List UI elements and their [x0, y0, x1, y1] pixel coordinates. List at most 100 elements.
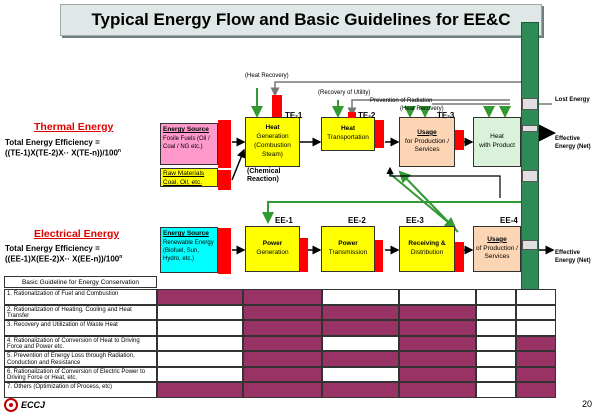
guideline-cell [399, 304, 476, 320]
guideline-cell [476, 304, 516, 320]
guideline-cell [399, 382, 476, 398]
heat-transportation-box: Heat Transportation [321, 117, 375, 151]
thermal-efficiency-line2: ((TE-1)X(TE-2)X·· X(TE-n))/100 [5, 149, 118, 159]
guideline-cell [243, 335, 322, 351]
guideline-row-label: 3. Recovery and Utilization of Waste Hea… [4, 320, 157, 336]
eccj-logo: ECCJ [4, 398, 64, 412]
electrical-usage-title: Usage [487, 235, 507, 243]
electrical-energy-source-box: Energy Source Renewable Energy (Biofuel,… [160, 227, 218, 273]
raw-materials-loss [218, 170, 231, 190]
thermal-efficiency-sup: n [117, 148, 121, 155]
thermal-usage-text: for Production / Services [404, 137, 450, 154]
guidelines-header: Basic Guideline for Energy Conservation [4, 276, 157, 288]
ee3-label: EE-3 [406, 216, 424, 225]
guideline-cell [243, 351, 322, 367]
thermal-efficiency-line1: Total Energy Efficiency = [5, 138, 100, 147]
guideline-cell [243, 320, 322, 336]
electrical-effective-energy-label: Effective Energy (Net) [555, 250, 591, 264]
thermal-usage-box: Usage for Production / Services [399, 117, 455, 167]
heat-generation-loss [272, 95, 282, 117]
pillar-marker-mid [522, 125, 538, 132]
ee4-label: EE-4 [500, 216, 518, 225]
heat-recovery-label-2: (Heat Recovery) [400, 106, 444, 112]
guideline-cell [322, 304, 399, 320]
guideline-cell [476, 320, 516, 336]
eccj-logo-icon [4, 398, 18, 412]
power-generation-text: Generation [256, 249, 289, 256]
guideline-row-label: 6. Rationalization of Conversion of Elec… [4, 366, 157, 382]
heat-product-text: with Product [479, 142, 515, 149]
chemical-reaction-label: (Chemical Reaction) [247, 168, 281, 184]
electrical-efficiency-sup: n [119, 254, 123, 261]
pillar-marker-bottom [522, 240, 538, 250]
guideline-cell [476, 382, 516, 398]
guideline-cell [476, 366, 516, 382]
guideline-cell [322, 351, 399, 367]
guideline-cell [322, 366, 399, 382]
power-transmission-title: Power [338, 240, 358, 248]
ee2-label: EE-2 [348, 216, 366, 225]
guideline-cell [516, 351, 556, 367]
guideline-row-label: 2. Rationalization of Heating, Cooling a… [4, 304, 157, 320]
recovery-of-utility-label: (Recovery of Utility) [318, 90, 371, 96]
pillar-marker-top [522, 98, 538, 110]
electrical-energy-source-title: Energy Source [163, 230, 209, 237]
receiving-text: Distribution [410, 249, 444, 256]
receiving-distribution-box: Receiving & Distribution [399, 226, 455, 272]
ee1-label: EE-1 [275, 216, 293, 225]
guideline-cell [322, 335, 399, 351]
power-transmission-box: Power Transmission [321, 226, 375, 272]
power-generation-loss [300, 238, 308, 272]
thermal-energy-title: Thermal Energy [34, 121, 114, 133]
electrical-efficiency-line1: Total Energy Efficiency = [5, 244, 100, 253]
guideline-cell [476, 335, 516, 351]
guideline-cell [157, 304, 243, 320]
guideline-cell [322, 289, 399, 305]
guideline-cell [516, 320, 556, 336]
thermal-energy-source-box: Energy Source Fosile Fuels (Oil / Coal /… [160, 123, 218, 165]
guideline-cell [516, 304, 556, 320]
guideline-cell [476, 289, 516, 305]
power-transmission-text: Transmission [328, 249, 368, 256]
guideline-row-label: 4. Rationalization of Conversion of Heat… [4, 335, 157, 351]
thermal-usage-title: Usage [417, 128, 437, 136]
thermal-efficiency-formula: Total Energy Efficiency = ((TE-1)X(TE-2)… [5, 138, 121, 159]
heat-generation-text: Generation (Combustion Steam) [254, 133, 291, 158]
guideline-cell [399, 351, 476, 367]
thermal-usage-loss [455, 130, 464, 150]
guideline-cell [243, 304, 322, 320]
thermal-energy-source-text: Fosile Fuels (Oil / Coal / NG etc.) [163, 135, 210, 150]
pillar-marker-low [522, 170, 538, 182]
thermal-effective-energy-label: Effective Energy (Net) [555, 136, 591, 150]
guideline-cell [399, 320, 476, 336]
heat-transportation-title: Heat [340, 125, 356, 133]
guideline-cell [399, 335, 476, 351]
power-transmission-loss [375, 240, 383, 272]
guideline-cell [157, 289, 243, 305]
guideline-cell [157, 351, 243, 367]
eccj-logo-text: ECCJ [21, 400, 46, 410]
energy-pillar [521, 22, 539, 294]
heat-product-title: Heat [490, 133, 504, 141]
guideline-cell [157, 382, 243, 398]
electrical-usage-text: of Production / Services [476, 244, 518, 261]
heat-transportation-loss [375, 120, 384, 148]
te3-label: TE-3 [437, 111, 455, 120]
guideline-row-label: 7. Others (Optimization of Process, etc) [4, 382, 157, 398]
guideline-cell [243, 382, 322, 398]
page-title: Typical Energy Flow and Basic Guidelines… [60, 4, 542, 36]
electrical-efficiency-formula: Total Energy Efficiency = ((EE-1)X(EE-2)… [5, 244, 122, 265]
te1-label: TE-1 [285, 111, 303, 120]
lost-energy-label: Lost Energy [555, 97, 590, 103]
guideline-cell [157, 366, 243, 382]
guideline-cell [157, 320, 243, 336]
heat-recovery-label-1: (Heat Recovery) [245, 73, 289, 79]
heat-with-product-box: Heat with Product [473, 117, 521, 167]
power-generation-box: Power Generation [245, 226, 300, 272]
heat-generation-title: Heat [265, 124, 280, 132]
guideline-cell [476, 351, 516, 367]
guideline-cell [322, 382, 399, 398]
heat-generation-box: Heat Generation (Combustion Steam) [245, 117, 300, 167]
thermal-energy-source-title: Energy Source [163, 126, 209, 133]
guideline-cell [399, 289, 476, 305]
